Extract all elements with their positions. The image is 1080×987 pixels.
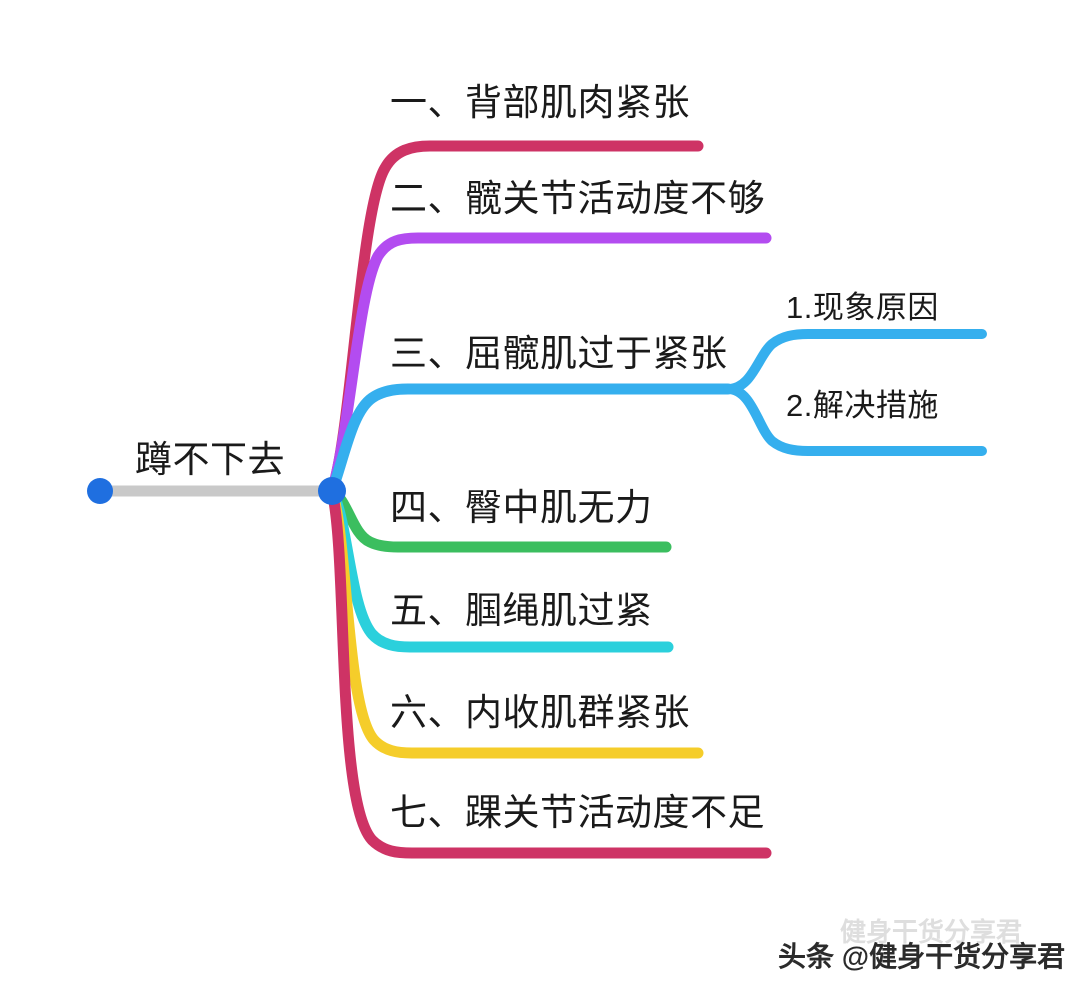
branch-connector-7 — [326, 485, 772, 859]
branch-label-2[interactable]: 二、髋关节活动度不够 — [390, 178, 765, 219]
branch-label-5[interactable]: 五、腘绳肌过紧 — [390, 590, 653, 631]
subbranch-connector-3-1 — [723, 329, 987, 394]
subbranch-label-3-2[interactable]: 2.解决措施 — [786, 388, 939, 423]
root-start-node[interactable] — [87, 478, 113, 504]
branch-label-6[interactable]: 六、内收肌群紧张 — [390, 692, 690, 733]
subbranch-connector-3-2 — [723, 384, 987, 456]
branch-connector-4 — [326, 485, 672, 553]
branch-label-1[interactable]: 一、背部肌肉紧张 — [390, 82, 690, 123]
branch-label-7[interactable]: 七、踝关节活动度不足 — [390, 792, 765, 833]
branch-connector-3 — [326, 383, 734, 497]
branch-label-3[interactable]: 三、屈髋肌过于紧张 — [390, 333, 728, 374]
watermark-text: 头条 @健身干货分享君 — [778, 941, 1066, 972]
watermark-ghost: 健身干货分享君 — [840, 917, 1023, 947]
root-hub-node[interactable] — [318, 477, 346, 505]
subbranch-label-3-1[interactable]: 1.现象原因 — [786, 290, 939, 325]
root-label[interactable]: 蹲不下去 — [135, 439, 285, 480]
branch-connector-2 — [326, 232, 772, 497]
branch-label-4[interactable]: 四、臀中肌无力 — [390, 487, 653, 528]
